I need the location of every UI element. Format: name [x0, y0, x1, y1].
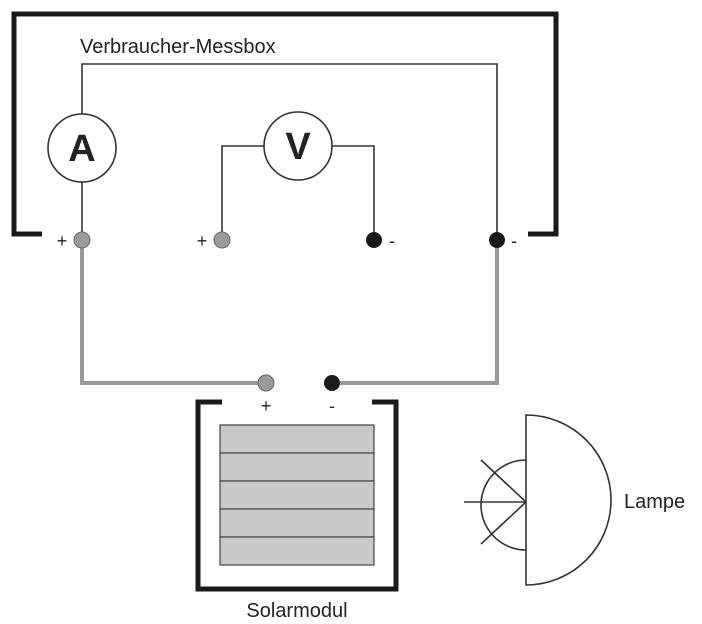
box-terminal-negative[interactable]	[489, 232, 505, 248]
solar-cell	[219, 452, 375, 482]
voltmeter-terminal-positive-sign: +	[197, 231, 208, 251]
solar-module-label: Solarmodul	[246, 600, 347, 622]
solar-cell	[219, 536, 375, 566]
ammeter-circle	[47, 113, 117, 183]
box-terminal-negative-sign: -	[511, 231, 517, 251]
solar-panel	[219, 424, 375, 566]
voltmeter-terminal-negative-sign: -	[389, 231, 395, 251]
ammeter-symbol: A	[68, 128, 95, 170]
box-top-wire	[81, 63, 498, 240]
solar-terminal-positive-sign: +	[261, 396, 272, 416]
voltmeter-right-wire	[331, 145, 375, 240]
solar-terminal-positive[interactable]	[257, 374, 275, 392]
voltmeter-terminal-negative[interactable]	[366, 232, 382, 248]
voltmeter-left-wire	[221, 145, 265, 240]
voltmeter-terminal-positive[interactable]	[213, 231, 231, 249]
lamp-ray	[480, 459, 527, 503]
box-terminal-positive[interactable]	[73, 231, 91, 249]
box-terminal-positive-sign: +	[57, 231, 68, 251]
voltmeter-symbol: V	[285, 126, 311, 168]
solar-module-frame	[195, 399, 399, 592]
solar-cell	[219, 424, 375, 454]
lamp-label: Lampe	[624, 491, 685, 513]
solar-negative-wire	[332, 240, 499, 385]
lamp-ray	[480, 501, 527, 545]
measure-box-frame	[11, 11, 559, 237]
voltmeter-circle	[263, 111, 333, 181]
measure-box-label: Verbraucher-Messbox	[80, 36, 276, 58]
lamp-icon	[464, 414, 612, 586]
solar-terminal-negative[interactable]	[324, 375, 340, 391]
solar-cell	[219, 508, 375, 538]
solar-positive-wire	[80, 240, 266, 385]
solar-terminal-negative-sign: -	[329, 396, 335, 416]
lamp-reflector	[525, 414, 612, 586]
solar-cell	[219, 480, 375, 510]
lamp-bulb	[480, 459, 527, 551]
